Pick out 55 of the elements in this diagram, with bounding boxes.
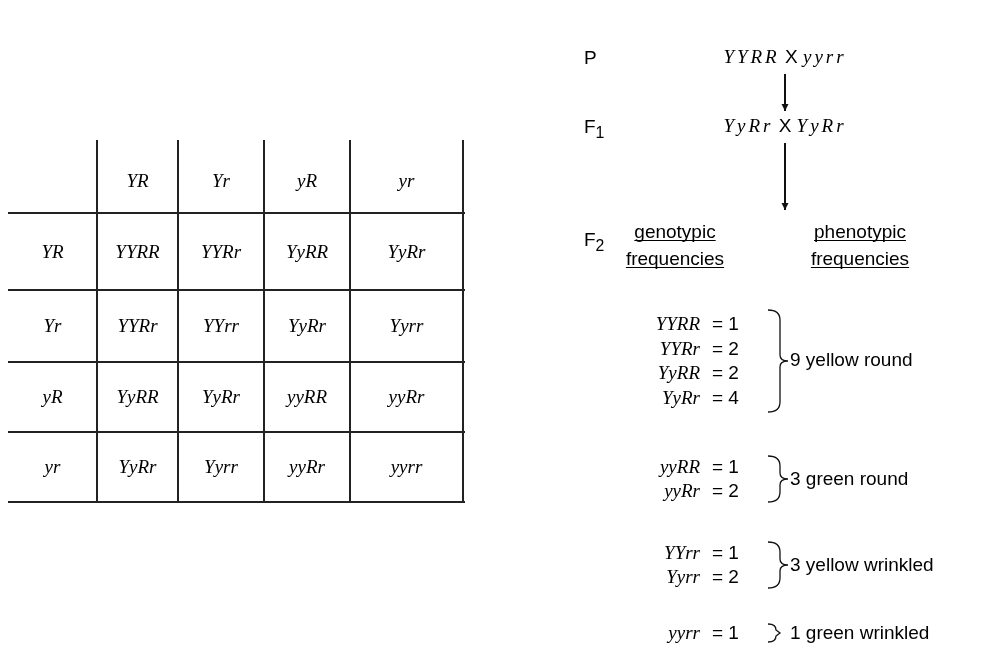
- genotype-label: Yyrr: [388, 314, 425, 338]
- genotype-label: YYRR: [114, 239, 161, 264]
- gamete-label: YR: [40, 239, 65, 264]
- gamete-label: yR: [40, 385, 64, 409]
- genotype-label: yyRr: [286, 455, 326, 479]
- genotype-label: YyRR: [284, 239, 330, 264]
- genotype-label: yyRR: [657, 455, 700, 479]
- arrow: [781, 73, 789, 112]
- generation-label: F$_{2}$: [584, 229, 605, 255]
- generation-label: F$_{1}$: [584, 115, 606, 143]
- genotype-label: yyRR: [284, 385, 329, 409]
- genotype-label: YyRr: [661, 386, 700, 410]
- genotype-label: YyRr: [386, 239, 427, 264]
- gamete-label: yr: [396, 168, 416, 193]
- genotype-label: YYRr: [116, 314, 159, 338]
- genotype-label: yyRr: [661, 479, 700, 503]
- ratio-value: = 2: [712, 361, 740, 385]
- genotype-label: yyrr: [388, 455, 424, 479]
- gamete-label: YR: [125, 168, 150, 193]
- ratio-value: = 4: [712, 386, 740, 410]
- genotype-label: Yyrr: [665, 565, 700, 589]
- ratio-value: = 1: [712, 541, 740, 565]
- genotype-label: YyRr: [287, 314, 327, 338]
- genotype-label: YYRr: [199, 239, 243, 264]
- ratio-value: = 1: [712, 455, 740, 479]
- genotype-label: YYrr: [202, 314, 240, 338]
- ratio-value: = 1: [712, 621, 740, 645]
- column-heading: genotypic frequencies: [624, 220, 726, 271]
- generation-label: P: [584, 46, 598, 70]
- genotype-label: YYrr: [663, 541, 700, 565]
- genotype-label: YyRr: [201, 385, 241, 409]
- gamete-label: yr: [42, 455, 62, 479]
- cross-formula: YYRR X yyrr: [722, 46, 848, 68]
- genotype-label: yyrr: [665, 621, 700, 645]
- ratio-value: = 2: [712, 479, 740, 503]
- genotype-label: YyRR: [115, 385, 160, 409]
- genotype-label: YYRR: [654, 312, 700, 336]
- cross-formula: YyRr X YyRr: [722, 115, 848, 137]
- genotype-label: Yyrr: [203, 455, 239, 479]
- genotype-label: yyRr: [386, 385, 426, 409]
- gamete-label: yR: [294, 168, 318, 193]
- genotype-label: YyRR: [656, 361, 700, 385]
- phenotype-label: 9 yellow round: [790, 348, 914, 372]
- phenotype-label: 1 green wrinkled: [790, 621, 931, 645]
- gamete-label: Yr: [211, 168, 231, 193]
- ratio-value: = 2: [712, 337, 740, 361]
- genotype-label: YYRr: [658, 337, 700, 361]
- genotype-label: YyRr: [117, 455, 158, 479]
- arrow: [781, 142, 789, 211]
- phenotype-label: 3 green round: [790, 467, 910, 491]
- ratio-value: = 2: [712, 565, 740, 589]
- ratio-value: = 1: [712, 312, 740, 336]
- phenotype-label: 3 yellow wrinkled: [790, 553, 935, 577]
- column-heading: phenotypic frequencies: [809, 220, 911, 271]
- gamete-label: Yr: [42, 314, 63, 338]
